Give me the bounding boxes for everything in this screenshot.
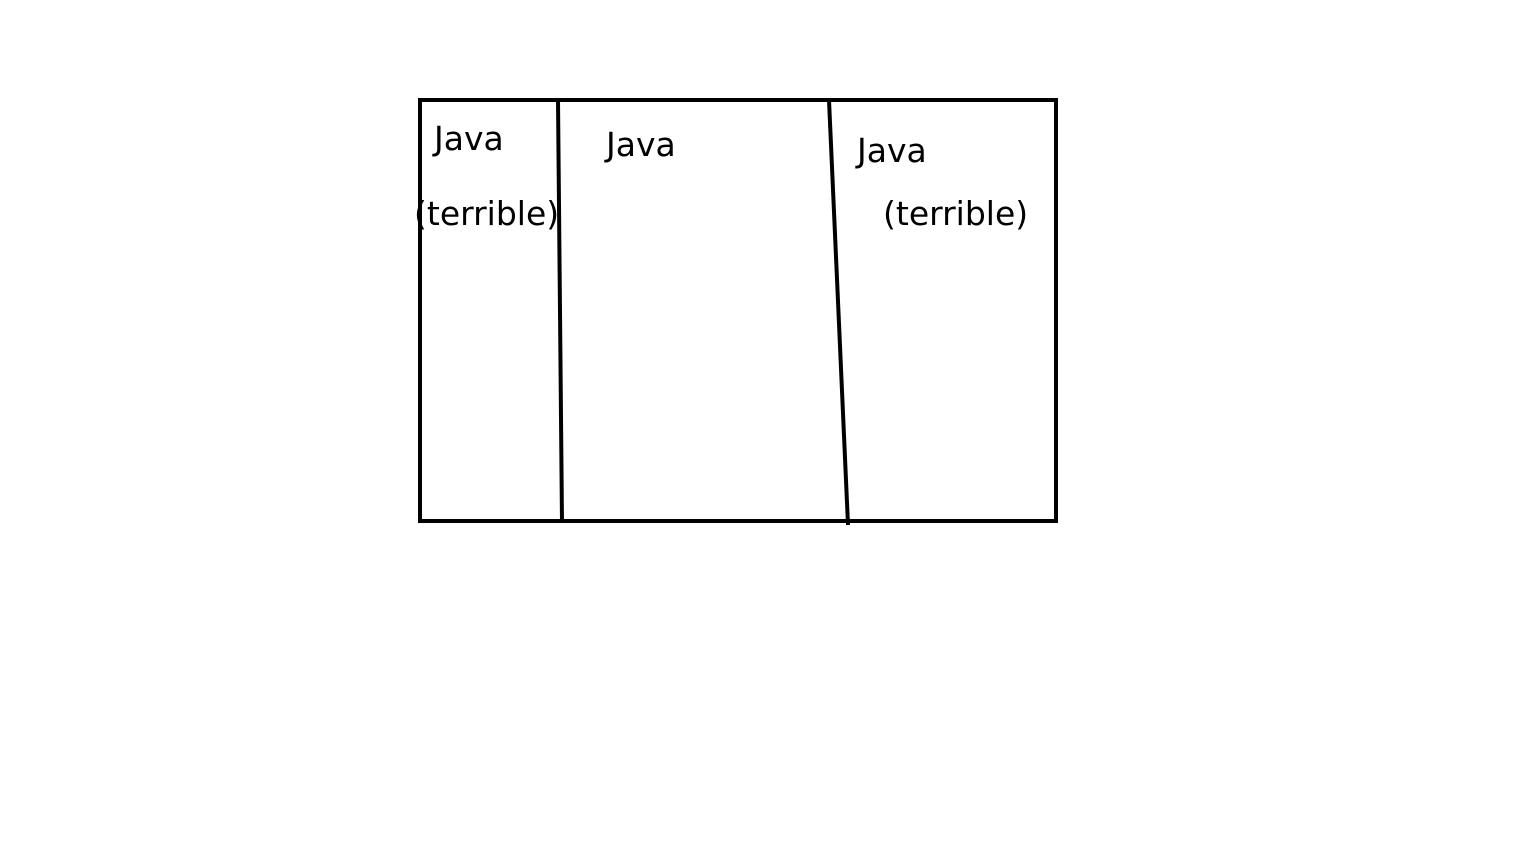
panel-3-title: Java — [857, 131, 927, 170]
divider-left — [556, 99, 564, 524]
panel-1-note: (terrible) — [414, 194, 560, 233]
panel-3-note: (terrible) — [883, 194, 1029, 233]
panel-1-title: Java — [434, 119, 504, 158]
outer-box — [418, 98, 1058, 523]
panel-2-title: Java — [606, 125, 676, 164]
divider-right — [827, 99, 850, 526]
